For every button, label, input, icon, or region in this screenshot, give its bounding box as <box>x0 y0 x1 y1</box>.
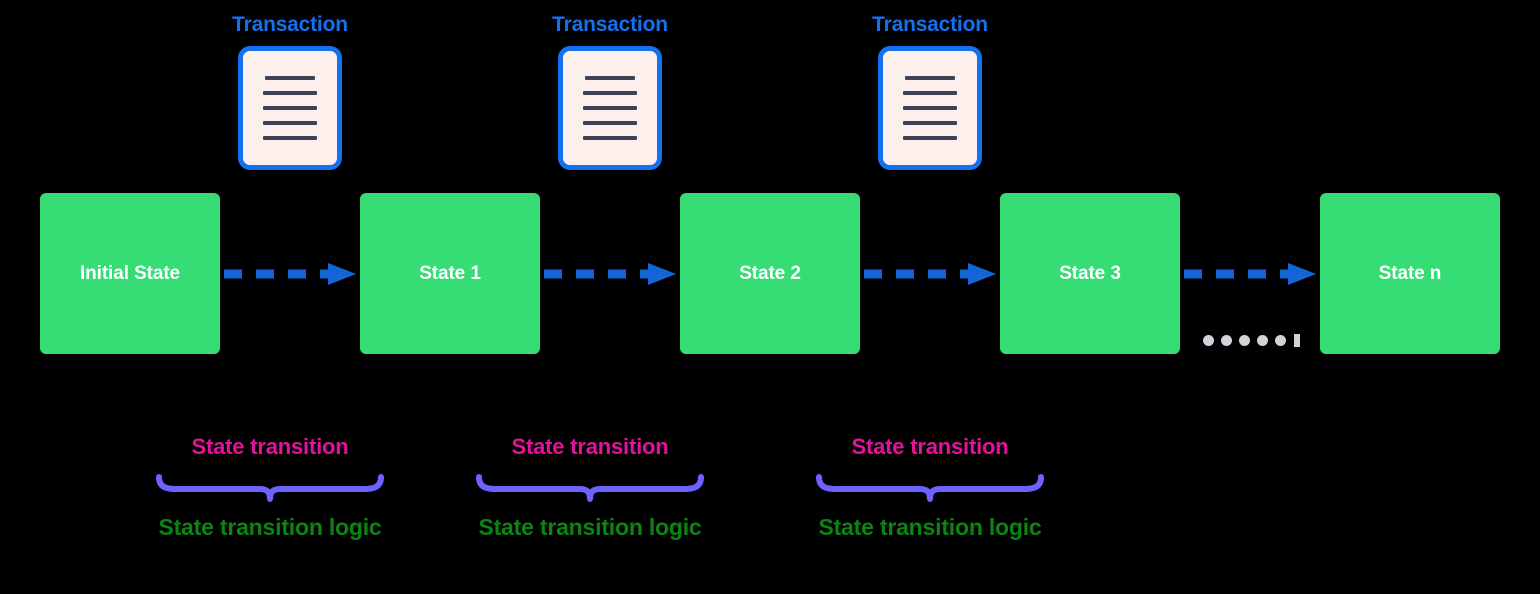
ellipsis-dot <box>1257 335 1268 346</box>
transaction-document-icon[interactable] <box>238 46 342 170</box>
state-label: State 1 <box>419 262 481 284</box>
state-box-initial-state[interactable]: Initial State <box>40 193 220 354</box>
ellipsis-dot <box>1221 335 1232 346</box>
document-text-line <box>265 76 315 80</box>
transaction-group-2: Transaction <box>520 14 700 170</box>
transition-logic-label: State transition logic <box>478 514 702 540</box>
transaction-label: Transaction <box>552 13 668 36</box>
document-text-line <box>585 76 635 80</box>
state-label: State 3 <box>1059 262 1121 284</box>
curly-brace-icon <box>476 474 704 502</box>
document-text-line <box>903 91 957 95</box>
document-text-line <box>583 91 637 95</box>
transition-arrow-3 <box>864 262 996 286</box>
transaction-group-3: Transaction <box>840 14 1020 170</box>
transition-arrow-2 <box>544 262 676 286</box>
ellipsis-dot <box>1239 335 1250 346</box>
document-text-line <box>903 106 957 110</box>
transition-title: State transition <box>511 434 669 459</box>
document-text-line <box>903 136 957 140</box>
transition-title: State transition <box>851 434 1009 459</box>
curly-brace-icon <box>816 474 1044 502</box>
transition-arrow-4 <box>1184 262 1316 286</box>
curly-brace-icon <box>156 474 384 502</box>
transition-annotation-2: State transition State transition logic <box>460 436 720 539</box>
state-box-state-1[interactable]: State 1 <box>360 193 540 354</box>
document-text-line <box>263 136 317 140</box>
transaction-label: Transaction <box>232 13 348 36</box>
transaction-group-1: Transaction <box>200 14 380 170</box>
ellipsis-dot <box>1203 335 1214 346</box>
transaction-document-icon[interactable] <box>878 46 982 170</box>
transition-annotation-3: State transition State transition logic <box>800 436 1060 539</box>
document-text-line <box>263 121 317 125</box>
document-text-line <box>583 136 637 140</box>
state-label: State 2 <box>739 262 801 284</box>
document-text-line <box>263 106 317 110</box>
ellipsis-dot <box>1275 335 1286 346</box>
ellipsis-end-bar <box>1294 334 1300 347</box>
transition-title: State transition <box>191 434 349 459</box>
transition-logic-label: State transition logic <box>158 514 382 540</box>
state-box-state-3[interactable]: State 3 <box>1000 193 1180 354</box>
state-box-state-n[interactable]: State n <box>1320 193 1500 354</box>
transition-logic-label: State transition logic <box>818 514 1042 540</box>
transaction-label: Transaction <box>872 13 988 36</box>
transition-arrow-1 <box>224 262 356 286</box>
document-text-line <box>263 91 317 95</box>
document-text-line <box>583 121 637 125</box>
transaction-document-icon[interactable] <box>558 46 662 170</box>
document-text-line <box>903 121 957 125</box>
state-box-state-2[interactable]: State 2 <box>680 193 860 354</box>
continuation-ellipsis-icon <box>1203 334 1300 347</box>
transition-annotation-1: State transition State transition logic <box>140 436 400 539</box>
document-text-line <box>583 106 637 110</box>
state-label: State n <box>1378 262 1442 284</box>
document-text-line <box>905 76 955 80</box>
state-label: Initial State <box>79 262 181 284</box>
